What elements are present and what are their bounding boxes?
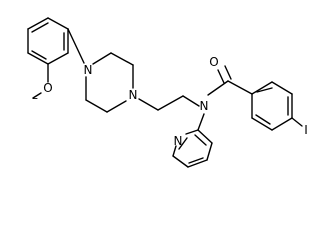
piperazine-ring — [85, 52, 134, 113]
pyridine-nitrogen-label: N — [174, 134, 183, 148]
piperazine-n4-label: N — [129, 88, 138, 102]
amide-nitrogen-label: N — [200, 99, 209, 113]
iodophenyl-ring — [251, 81, 293, 131]
piperazine-n1-label: N — [84, 63, 93, 77]
pyridine-ring — [172, 129, 213, 168]
carbonyl-oxygen-label: O — [209, 55, 218, 69]
iodine-bond — [291, 117, 303, 127]
iodine-label: I — [304, 123, 308, 137]
methoxyphenyl-ring — [27, 17, 69, 65]
methoxy-oxygen-label: O — [43, 81, 52, 95]
n-pyridyl-bond — [197, 113, 205, 131]
methoxy-group — [32, 63, 49, 99]
chemical-structure: O – N N N O N I — [27, 17, 308, 168]
carbonyl-aryl-bond — [227, 80, 253, 95]
aryl-n-bond — [67, 28, 85, 64]
amide-carbonyl — [207, 65, 232, 96]
ethyl-linker — [138, 95, 200, 111]
methoxy-dash-label: – — [32, 91, 38, 105]
